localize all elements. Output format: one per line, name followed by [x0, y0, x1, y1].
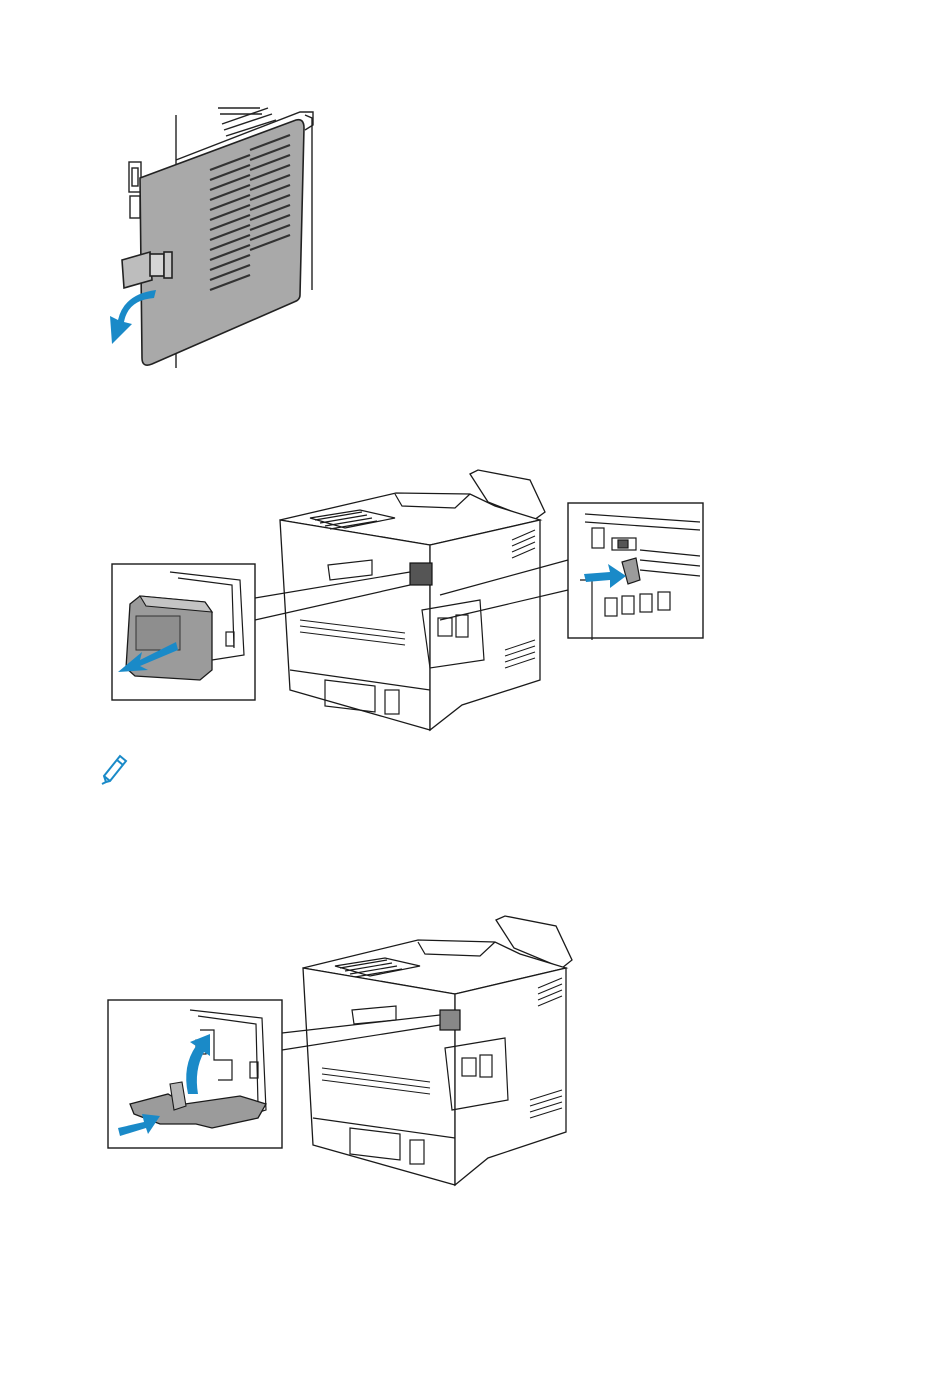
figure-rear-port-cover-reinstall: [0, 0, 950, 1397]
